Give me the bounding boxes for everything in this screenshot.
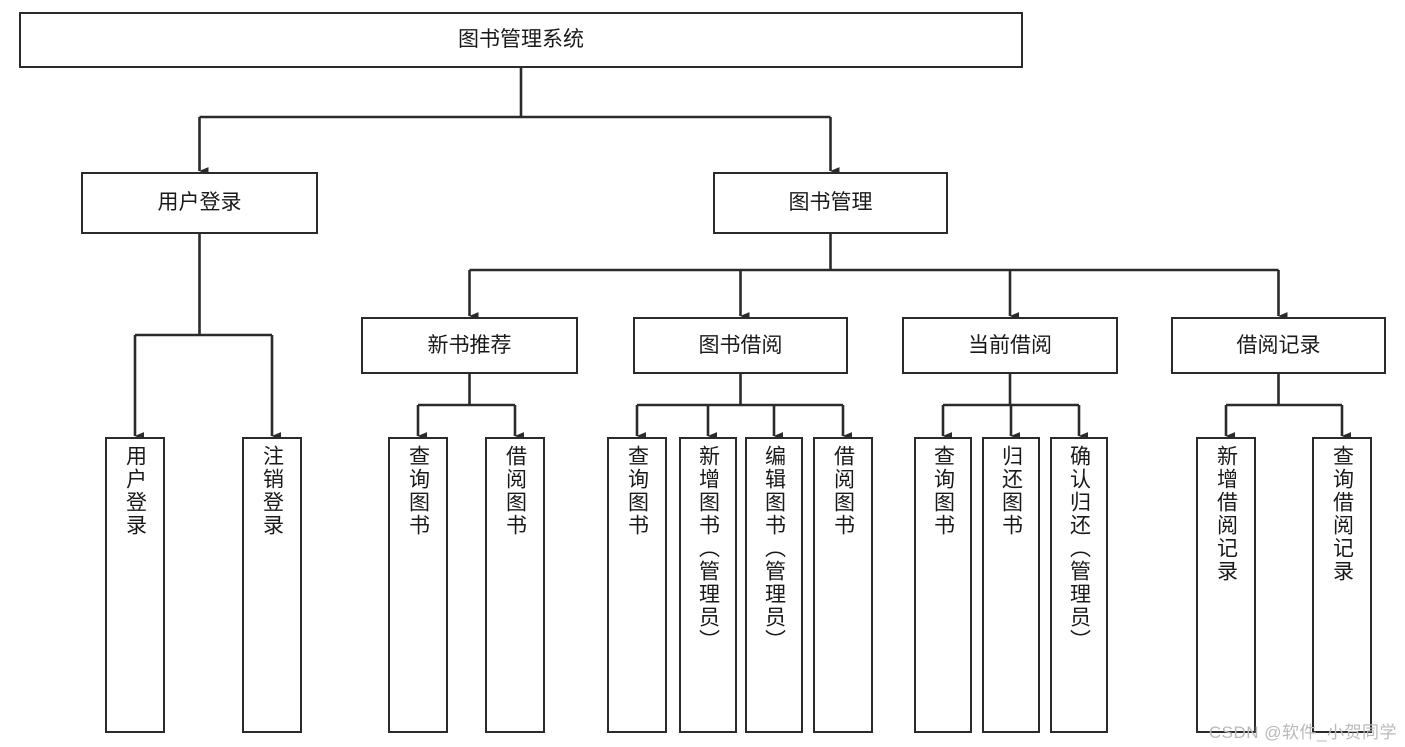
node-label-book-borrow: 图书借阅	[698, 333, 783, 357]
node-label-leaf-add-book-admin: 新增图书（管理员）	[696, 445, 720, 652]
node-borrow-record[interactable]: 借阅记录	[1171, 317, 1386, 374]
node-label-leaf-edit-book-admin: 编辑图书（管理员）	[762, 445, 786, 652]
node-leaf-borrow-book[interactable]: 借阅图书	[813, 437, 873, 733]
node-leaf-query-book-borrow[interactable]: 查询图书	[607, 437, 667, 733]
node-leaf-user-login[interactable]: 用户登录	[105, 437, 165, 733]
node-label-user-login: 用户登录	[157, 191, 242, 215]
node-label-root: 图书管理系统	[458, 28, 584, 52]
node-current-borrow[interactable]: 当前借阅	[902, 317, 1118, 374]
node-book-manage[interactable]: 图书管理	[713, 172, 948, 234]
node-label-leaf-query-book-borrow: 查询图书	[625, 445, 649, 537]
node-label-borrow-record: 借阅记录	[1236, 333, 1321, 357]
node-label-leaf-query-borrow-record: 查询借阅记录	[1330, 445, 1354, 583]
node-label-leaf-user-login: 用户登录	[123, 445, 147, 537]
node-leaf-borrow-book-rec[interactable]: 借阅图书	[485, 437, 545, 733]
node-leaf-add-borrow-record[interactable]: 新增借阅记录	[1196, 437, 1256, 733]
node-label-leaf-confirm-return-admin: 确认归还（管理员）	[1067, 445, 1091, 652]
node-leaf-edit-book-admin[interactable]: 编辑图书（管理员）	[745, 437, 803, 733]
node-label-new-book-recommend: 新书推荐	[427, 333, 512, 357]
node-new-book-recommend[interactable]: 新书推荐	[361, 317, 578, 374]
node-label-leaf-add-borrow-record: 新增借阅记录	[1214, 445, 1238, 583]
node-book-borrow[interactable]: 图书借阅	[633, 317, 848, 374]
node-leaf-logout[interactable]: 注销登录	[242, 437, 302, 733]
node-leaf-query-book-rec[interactable]: 查询图书	[388, 437, 448, 733]
node-label-leaf-logout: 注销登录	[260, 445, 284, 537]
watermark-text: CSDN @软件_小贺同学	[1208, 723, 1397, 742]
node-label-current-borrow: 当前借阅	[968, 333, 1052, 357]
node-label-book-manage: 图书管理	[788, 191, 873, 215]
node-label-leaf-query-book-rec: 查询图书	[406, 445, 430, 537]
node-leaf-query-book-current[interactable]: 查询图书	[914, 437, 972, 733]
node-root[interactable]: 图书管理系统	[19, 12, 1023, 68]
node-leaf-confirm-return-admin[interactable]: 确认归还（管理员）	[1050, 437, 1108, 733]
node-label-leaf-query-book-current: 查询图书	[931, 445, 955, 537]
node-label-leaf-borrow-book: 借阅图书	[831, 445, 855, 537]
node-user-login[interactable]: 用户登录	[81, 172, 318, 234]
node-leaf-query-borrow-record[interactable]: 查询借阅记录	[1312, 437, 1372, 733]
node-leaf-add-book-admin[interactable]: 新增图书（管理员）	[679, 437, 737, 733]
node-label-leaf-return-book: 归还图书	[999, 445, 1023, 537]
node-label-leaf-borrow-book-rec: 借阅图书	[503, 445, 527, 537]
node-leaf-return-book[interactable]: 归还图书	[982, 437, 1040, 733]
